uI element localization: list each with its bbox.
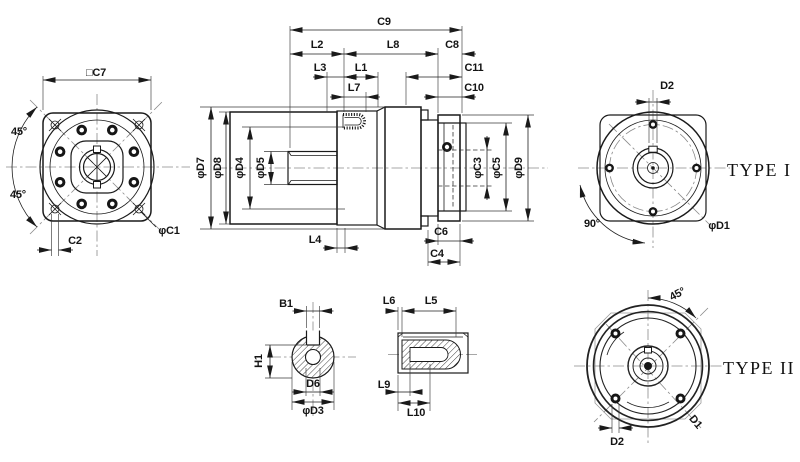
tapped-hole bbox=[342, 113, 366, 130]
dim-label-h1: H1 bbox=[253, 354, 265, 368]
dim-label-l2: L2 bbox=[311, 39, 324, 51]
dim-label-d2: D2 bbox=[660, 80, 674, 92]
shaft-side-outline bbox=[397, 332, 469, 374]
center-hole bbox=[304, 348, 322, 366]
dim-label-angle-lower: 45° bbox=[10, 189, 26, 201]
dim-label-c2: C2 bbox=[68, 235, 82, 247]
motor-pilot bbox=[459, 122, 467, 212]
type2-rear-view: 45° D2 D1 TYPE II bbox=[574, 285, 795, 448]
dim-label-c9: C9 bbox=[377, 16, 391, 28]
flange-square-outline bbox=[599, 114, 707, 222]
clamp-lug-bottom bbox=[420, 215, 429, 227]
shaft-cross-section-view: B1 H1 D6 φD3 bbox=[253, 298, 356, 418]
dim-label-c1: φC1 bbox=[158, 225, 179, 237]
dim-label-l5: L5 bbox=[425, 295, 438, 307]
type2-title: TYPE II bbox=[723, 358, 795, 378]
type1-title: TYPE I bbox=[727, 160, 792, 180]
keyway-slot-top bbox=[93, 145, 101, 153]
dim-label-c6: C6 bbox=[434, 226, 448, 238]
dim-label-c4: C4 bbox=[430, 248, 445, 260]
keyway-slot-bottom bbox=[93, 181, 101, 189]
dim-label-l4: L4 bbox=[309, 234, 323, 246]
dim-label-l7: L7 bbox=[348, 82, 361, 94]
dim-label-b1: B1 bbox=[279, 298, 293, 310]
keyway-notch bbox=[306, 330, 320, 345]
dim-label-d1: φD1 bbox=[708, 220, 729, 232]
mounting-holes bbox=[605, 120, 701, 216]
dim-label-angle45: 45° bbox=[668, 285, 688, 303]
dim-label-c3: φC3 bbox=[472, 157, 484, 178]
bolt-holes bbox=[54, 124, 140, 210]
dim-label-c7: □C7 bbox=[86, 67, 106, 79]
output-shaft bbox=[287, 150, 338, 186]
dim-label-l10: L10 bbox=[407, 407, 425, 419]
dim-label-c11: C11 bbox=[465, 62, 484, 74]
dim-label-d7: φD7 bbox=[195, 157, 207, 178]
dim-label-d3: φD3 bbox=[302, 405, 323, 417]
dim-label-angle90: 90° bbox=[584, 218, 600, 230]
flange-square-outline bbox=[42, 112, 152, 222]
shaft-boss bbox=[627, 345, 669, 387]
housing-body-circle bbox=[39, 109, 155, 225]
clamp-lug-top bbox=[420, 109, 429, 121]
dim-label-c8: C8 bbox=[445, 39, 459, 51]
dim-label-l1: L1 bbox=[355, 62, 368, 74]
dim-label-l8: L8 bbox=[387, 39, 400, 51]
dim-label-d4: φD4 bbox=[234, 156, 246, 178]
front-flange-view: □C7 45° 45° C2 φC1 bbox=[6, 67, 190, 256]
dim-label-d2: D2 bbox=[610, 436, 624, 448]
keyway-detail-view: L6 L5 L9 L10 bbox=[378, 295, 478, 419]
dim-label-d8: φD8 bbox=[212, 157, 224, 178]
section-view: φD7 φD8 φD4 φD5 φC3 φC5 φD9 bbox=[195, 16, 548, 266]
corner-holes bbox=[48, 118, 146, 216]
carrier-outline bbox=[70, 140, 124, 194]
keyway-slot bbox=[644, 347, 652, 354]
dim-label-d6: D6 bbox=[306, 378, 320, 390]
dim-label-d5: φD5 bbox=[255, 157, 267, 178]
dim-label-d1: D1 bbox=[686, 413, 704, 431]
type1-rear-view: D2 90° φD1 TYPE I bbox=[578, 80, 792, 248]
mounting-holes bbox=[610, 328, 686, 404]
dim-label-c10: C10 bbox=[464, 82, 484, 94]
dim-label-l6: L6 bbox=[383, 295, 396, 307]
keyway-slot bbox=[648, 145, 658, 153]
dim-label-c5: φC5 bbox=[491, 157, 503, 178]
dim-label-d9: φD9 bbox=[513, 157, 525, 178]
dim-label-l9: L9 bbox=[378, 379, 391, 391]
dim-label-l3: L3 bbox=[314, 62, 327, 74]
dim-label-angle-upper: 45° bbox=[11, 126, 27, 138]
